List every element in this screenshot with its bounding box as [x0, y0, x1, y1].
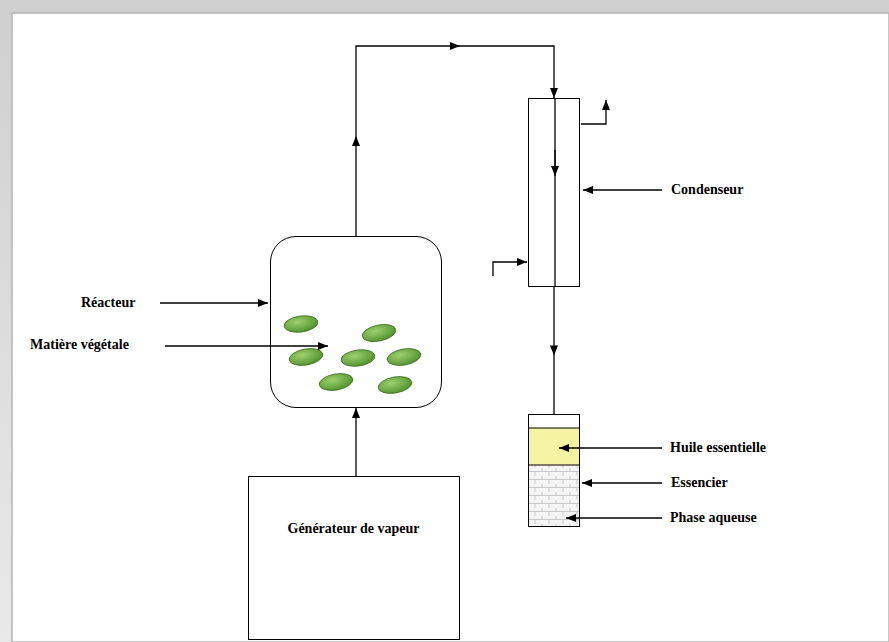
- arrowhead: [550, 346, 558, 356]
- essencier: Essencier: [528, 414, 580, 527]
- node-label: Condenseur: [671, 182, 743, 199]
- essencier-contents: [529, 428, 579, 526]
- part-label: Phase aqueuse: [670, 510, 757, 527]
- leader-lines: [160, 190, 662, 518]
- steam-generator: Générateur de vapeur: [248, 476, 460, 640]
- pipe-line: [356, 46, 554, 236]
- part-label: Matière végétale: [30, 337, 129, 354]
- arrowhead: [550, 88, 558, 98]
- condenser-tube: [554, 98, 555, 287]
- condenser: Condenseur: [528, 98, 580, 287]
- flow-pipe: [550, 287, 558, 414]
- panel: [12, 13, 889, 642]
- arrowhead: [450, 42, 460, 50]
- node-label: Essencier: [671, 475, 728, 492]
- arrowhead: [352, 136, 360, 146]
- flow-pipe: [352, 408, 360, 476]
- coolant-lines: [493, 100, 606, 276]
- part-label: Huile essentielle: [670, 440, 766, 457]
- reactor-vessel: Réacteur: [270, 236, 442, 408]
- pipe-line: [355, 408, 356, 476]
- arrowhead: [352, 408, 360, 418]
- node-label: Générateur de vapeur: [288, 521, 420, 538]
- node-label: Réacteur: [81, 295, 135, 312]
- plant-leaves: [283, 314, 422, 396]
